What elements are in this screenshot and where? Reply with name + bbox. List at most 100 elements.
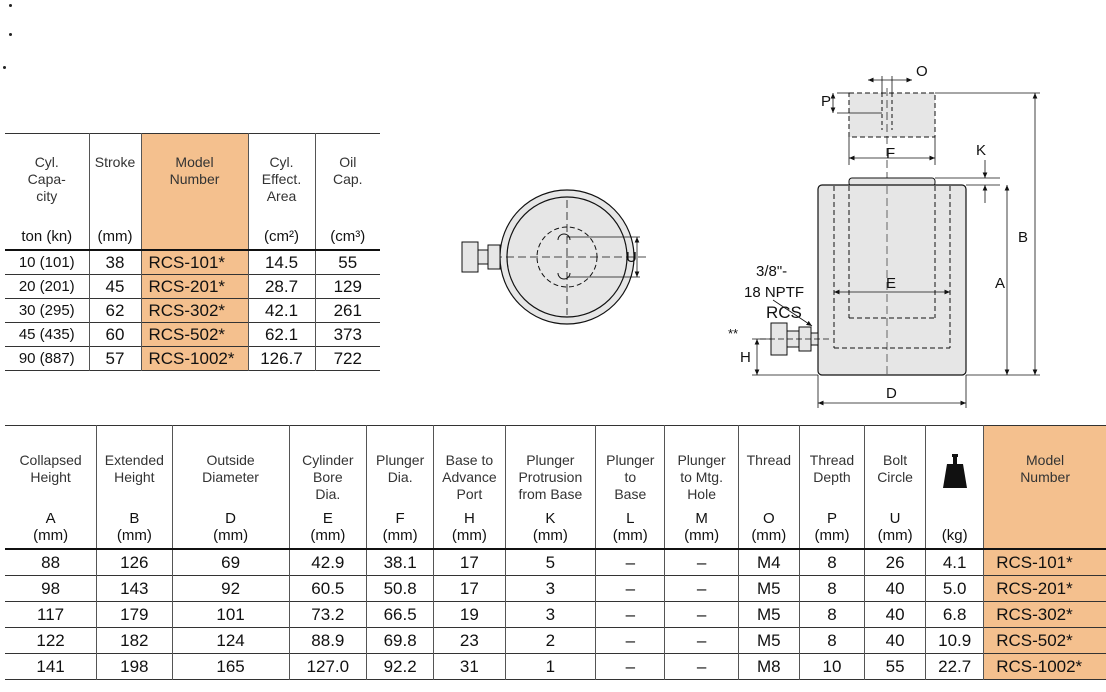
table-cell: 5.0 [925, 575, 984, 602]
table-cell: 122 [5, 627, 97, 654]
table-cell: 182 [96, 627, 173, 654]
header-unit: (mm) [451, 527, 487, 544]
header-label: Thread [746, 452, 791, 468]
header-label: Plunger Dia. [376, 452, 425, 485]
header-unit: (mm) [814, 527, 850, 544]
table-cell: 62.1 [247, 322, 315, 347]
table-cell: 60.5 [288, 575, 367, 602]
table-cell: 92 [171, 575, 290, 602]
table-cell: – [664, 601, 739, 628]
label-a: A [995, 275, 1005, 292]
table-cell: 6.8 [925, 601, 984, 628]
table-cell: 101 [171, 601, 290, 628]
table-cell: 17 [433, 575, 506, 602]
model-number-cell: RCS-302* [983, 601, 1106, 628]
header-unit: (mm) [751, 527, 787, 544]
table-cell: 20 (201) [5, 274, 89, 299]
header-letter: U [889, 510, 901, 527]
table-cell: 14.5 [247, 249, 315, 275]
header-letter: H [463, 510, 475, 527]
table-cell: 129 [314, 274, 380, 299]
cylinder-diagram: U P O F E K [461, 63, 1040, 408]
dimension-header-cell: Cylinder Bore Dia. E(mm) [288, 425, 367, 549]
bullet-1 [9, 4, 12, 7]
side-view: P O F E K A B [728, 63, 1040, 408]
weight-icon [942, 454, 967, 488]
table-cell: 17 [433, 548, 506, 576]
table-cell: 22.7 [925, 653, 984, 680]
table-cell: 23 [433, 627, 506, 654]
label-e: E [886, 275, 896, 292]
table-cell: M4 [737, 548, 800, 576]
header-letter: E [322, 510, 333, 527]
header-unit: (mm) [310, 527, 346, 544]
table-cell: – [595, 653, 665, 680]
capacity-header-cell: Oil Cap.(cm³) [314, 133, 380, 250]
table-cell: 8 [798, 601, 865, 628]
table-cell: M5 [737, 575, 800, 602]
table-cell: 2 [504, 627, 596, 654]
header-unit: (mm) [877, 527, 913, 544]
table-cell: – [664, 575, 739, 602]
dimension-header-cell: Plunger Dia.F(mm) [366, 425, 434, 549]
table-cell: 42.1 [247, 298, 315, 323]
top-view: U [461, 189, 650, 325]
header-label: Stroke [94, 154, 136, 170]
header-label: Outside Diameter [202, 452, 259, 485]
table-cell: 10.9 [925, 627, 984, 654]
table-cell: 57 [88, 346, 141, 371]
table-cell: 261 [314, 298, 380, 323]
label-b: B [1018, 229, 1028, 246]
table-cell: 69.8 [366, 627, 434, 654]
model-number-cell: RCS-101* [983, 548, 1106, 576]
capacity-header-cell: Model Number [140, 133, 248, 250]
table-cell: 126 [96, 548, 173, 576]
header-unit: (mm) [684, 527, 720, 544]
table-cell: 69 [171, 548, 290, 576]
table-cell: 73.2 [288, 601, 367, 628]
table-cell: 179 [96, 601, 173, 628]
model-number-cell: RCS-1002* [983, 653, 1106, 680]
header-unit: (mm) [33, 527, 69, 544]
label-u: U [626, 249, 637, 266]
dimension-header-cell: (kg) [925, 425, 984, 549]
table-cell: 40 [864, 627, 926, 654]
header-label: Thread Depth [809, 452, 855, 485]
table-cell: 40 [864, 575, 926, 602]
table-cell: 90 (887) [5, 346, 89, 371]
table-cell: 165 [171, 653, 290, 680]
table-cell: 4.1 [925, 548, 984, 576]
table-cell: 66.5 [366, 601, 434, 628]
table-cell: 8 [798, 575, 865, 602]
header-letter: M [695, 510, 708, 527]
table-cell: 3 [504, 575, 596, 602]
table-cell: 55 [864, 653, 926, 680]
header-label: Cylinder Bore Dia. [302, 452, 354, 502]
table-cell: 62 [88, 298, 141, 323]
header-letter: B [129, 510, 140, 527]
header-unit: (kg) [941, 527, 968, 544]
header-label: Plunger to Mtg. Hole [677, 452, 726, 502]
table-cell: 55 [314, 249, 380, 275]
table-cell: – [595, 627, 665, 654]
table-cell: 141 [5, 653, 97, 680]
model-number-cell: RCS-201* [140, 274, 248, 299]
header-label: Extended Height [104, 452, 164, 485]
table-cell: 8 [798, 548, 865, 576]
table-cell: 10 (101) [5, 249, 89, 275]
model-number-cell: RCS-302* [140, 298, 248, 323]
capacity-header-cell: Stroke(mm) [88, 133, 141, 250]
